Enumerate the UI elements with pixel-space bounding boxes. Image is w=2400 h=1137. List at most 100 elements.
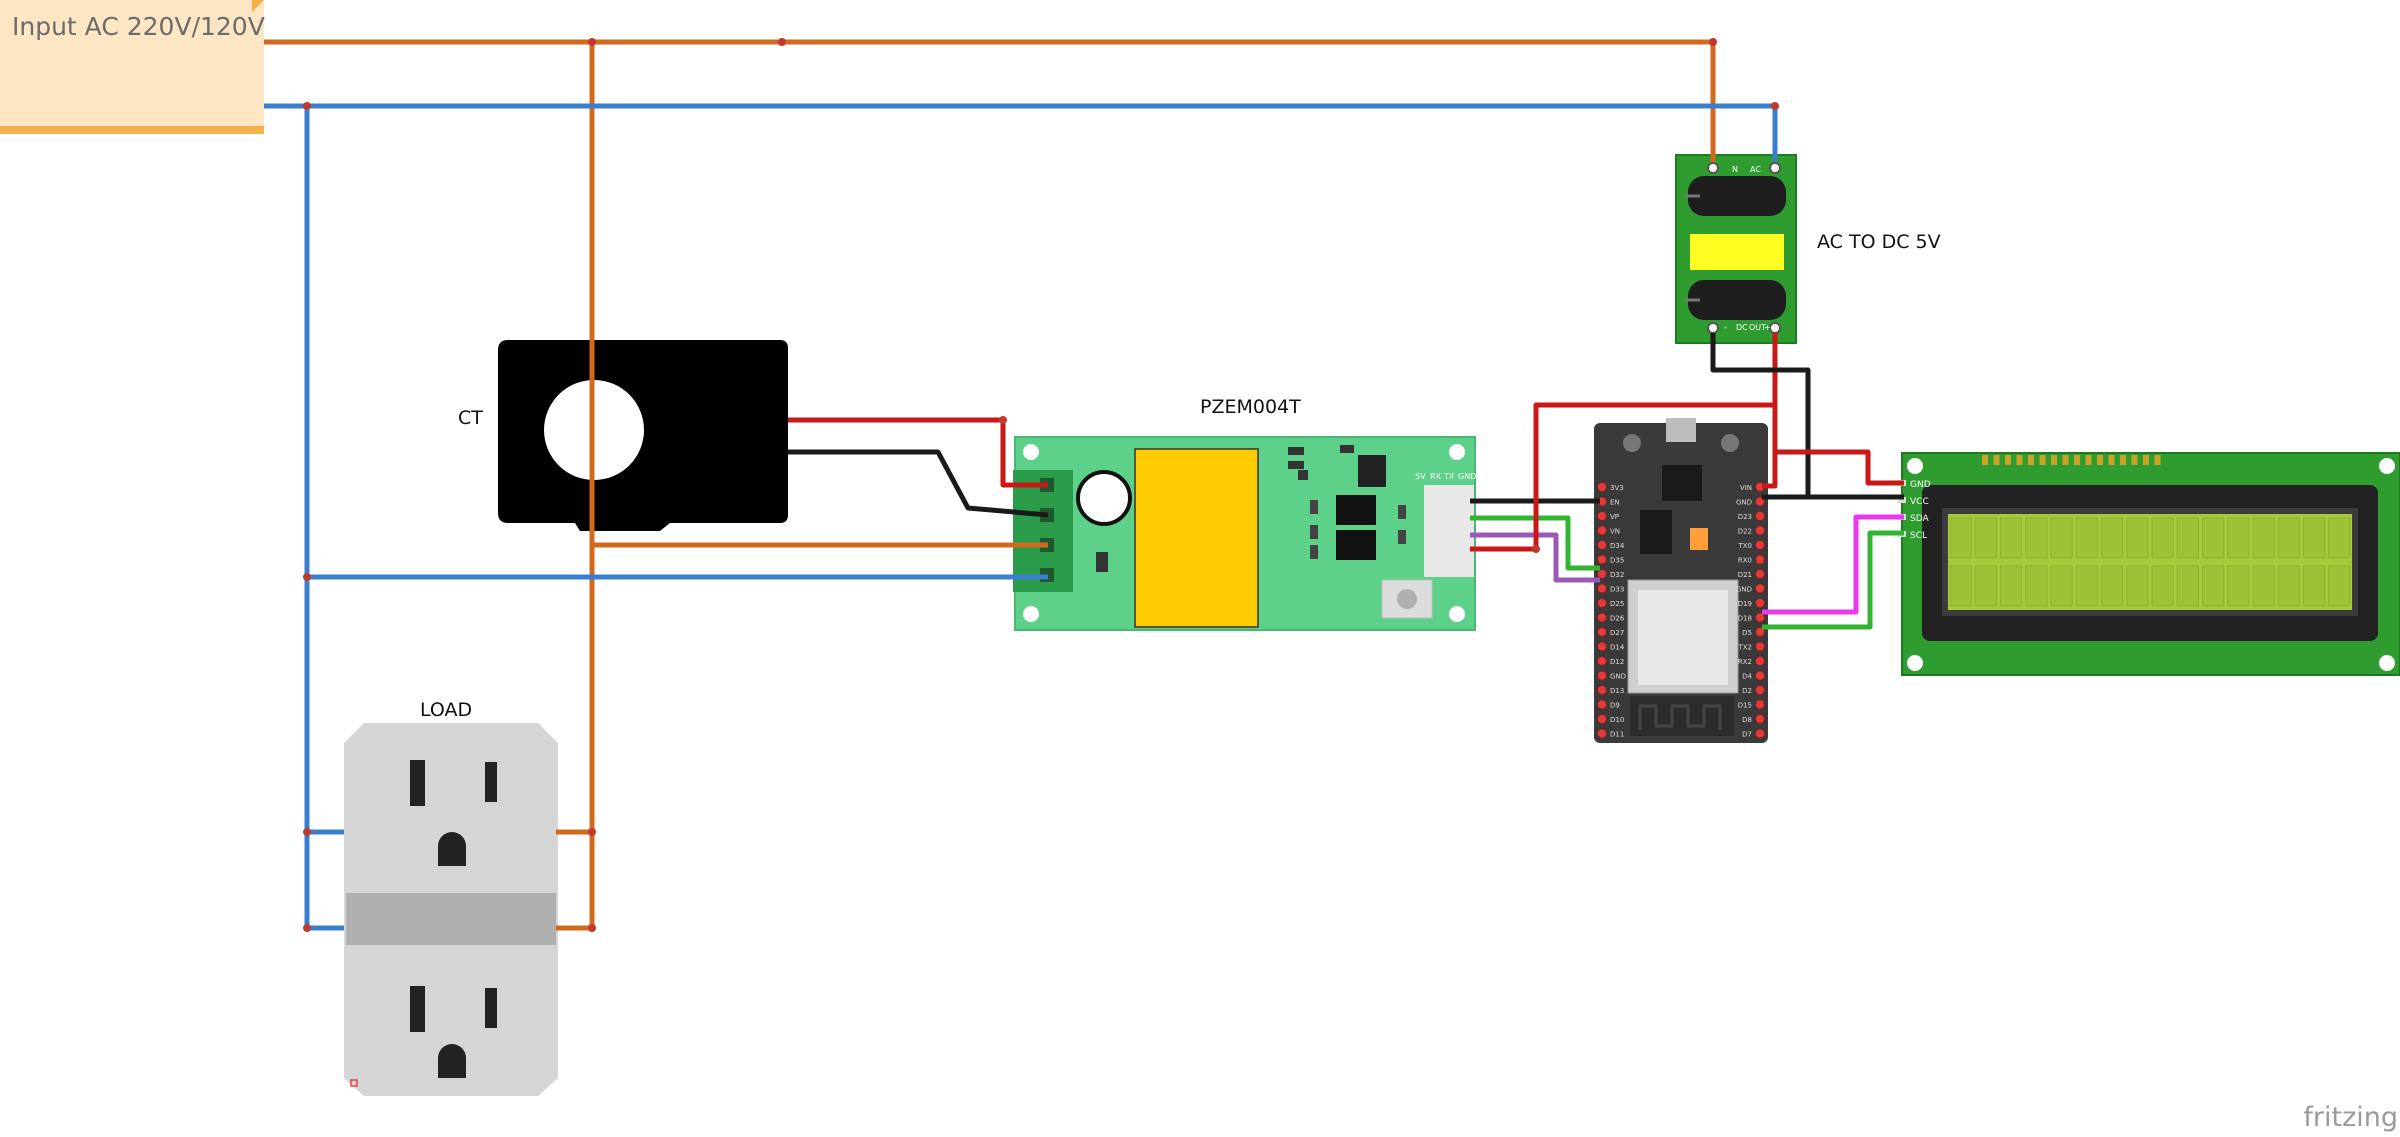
ct-red-lead[interactable]: [788, 417, 1048, 488]
esp32-pin-right[interactable]: [1755, 612, 1765, 623]
esp32-pin-right[interactable]: [1755, 525, 1765, 536]
boot-button[interactable]: [1623, 434, 1641, 452]
esp32-pin-label: D7: [1742, 731, 1752, 739]
esp32-pin-label: D10: [1610, 716, 1624, 724]
esp32-pin-left[interactable]: [1597, 598, 1607, 608]
esp32-pin-left[interactable]: [1597, 525, 1607, 536]
esp32-pin-left[interactable]: [1597, 482, 1607, 492]
lcd-pin-vcc[interactable]: [1898, 497, 1906, 503]
pzem-header[interactable]: [1424, 485, 1474, 577]
esp32-pin-right[interactable]: [1755, 554, 1765, 565]
lcd-sda-wire[interactable]: [1762, 514, 1904, 615]
esp32-pin-left[interactable]: [1597, 583, 1607, 594]
lcd-pad: [2097, 455, 2103, 465]
mount-hole: [1023, 444, 1039, 460]
acdc-pin-n[interactable]: [1707, 162, 1719, 174]
esp32-pin-label: D26: [1610, 615, 1625, 623]
esp32-pin-label: D9: [1610, 702, 1620, 710]
esp32-pin-label: VN: [1610, 528, 1620, 536]
esp32-pin-left[interactable]: [1597, 685, 1607, 695]
phase-wire-top[interactable]: [264, 39, 1716, 162]
lcd-char-cell: [2050, 565, 2073, 607]
esp32-pin-left[interactable]: [1597, 656, 1607, 666]
lcd-char-cell: [2202, 517, 2225, 559]
lcd-char-cell: [2000, 565, 2023, 607]
esp32-pin-left[interactable]: [1597, 670, 1607, 681]
lcd-pad: [2005, 455, 2011, 465]
acdc-pin-plus[interactable]: [1769, 322, 1781, 334]
lcd-16x2-module: GND VCC SDA SCL: [1898, 452, 2400, 676]
esp32-pin-label: D32: [1610, 571, 1624, 579]
esp32-pin-right[interactable]: [1755, 511, 1765, 521]
esp32-pin-label: RX2: [1738, 658, 1752, 666]
esp32-pin-label: D8: [1742, 716, 1752, 724]
lcd-pad: [2074, 455, 2080, 465]
lcd-char-cell: [2075, 565, 2098, 607]
ac-dc-converter-module: N AC - DC OUT +: [1675, 154, 1797, 344]
esp32-pin-left[interactable]: [1597, 728, 1607, 739]
pzem-header-label: RX: [1430, 472, 1442, 481]
ct-black-lead[interactable]: [788, 449, 1049, 518]
esp32-pin-left[interactable]: [1597, 714, 1607, 724]
esp32-pin-right[interactable]: [1755, 598, 1765, 608]
pzem-label: PZEM004T: [1200, 396, 1301, 418]
esp-vin-wire[interactable]: [1762, 405, 1778, 489]
lcd-char-cell: [2025, 565, 2048, 607]
esp32-pin-right[interactable]: [1755, 641, 1765, 652]
esp32-pin-label: GND: [1736, 499, 1752, 507]
capacitor-bottom: [1688, 280, 1786, 320]
esp32-pin-label: D2: [1742, 687, 1752, 695]
esp32-pin-right[interactable]: [1755, 685, 1765, 695]
pzem-coil: [1076, 470, 1132, 526]
esp32-pin-right[interactable]: [1755, 656, 1765, 666]
esp32-pin-right[interactable]: [1755, 670, 1765, 681]
ct-sensor: [498, 340, 788, 531]
esp32-pin-left[interactable]: [1597, 540, 1607, 550]
esp32-pin-left[interactable]: [1597, 612, 1607, 623]
pzem-5v-wire[interactable]: [1470, 333, 1778, 552]
esp32-pin-right[interactable]: [1755, 699, 1765, 710]
mount-hole: [1449, 444, 1465, 460]
lcd-pad: [2016, 455, 2023, 465]
esp32-pin-left[interactable]: [1597, 569, 1607, 579]
esp32-pin-right[interactable]: [1755, 569, 1765, 579]
pzem-rx-wire[interactable]: [1470, 532, 1600, 583]
esp32-pin-label: D14: [1610, 644, 1625, 652]
esp32-pin-right[interactable]: [1755, 728, 1765, 739]
dc-gnd-wire[interactable]: [1710, 333, 1904, 500]
acdc-pin-ac[interactable]: [1769, 162, 1781, 174]
esp32-pin-label: D13: [1610, 687, 1624, 695]
esp32-pin-label: D18: [1738, 615, 1752, 623]
lcd-scl-wire[interactable]: [1762, 530, 1904, 630]
acdc-pin-label: N: [1732, 165, 1738, 174]
esp32-pin-right[interactable]: [1755, 714, 1765, 724]
pzem-relay: [1134, 448, 1259, 628]
antenna: [1630, 696, 1734, 736]
lcd-char-cell: [1949, 517, 1972, 559]
junctions: [303, 38, 1779, 932]
outlet-divider: [346, 893, 556, 945]
usb-port[interactable]: [1666, 418, 1696, 442]
lcd-pad: [2120, 455, 2126, 465]
acdc-pin-label: -: [1724, 323, 1727, 332]
pzem-tx-wire[interactable]: [1470, 515, 1600, 571]
neutral-wire-top[interactable]: [264, 103, 1778, 162]
esp32-pin-left[interactable]: [1597, 627, 1607, 637]
lcd-top-pads: [1982, 455, 2161, 465]
lcd-char-cell: [2176, 517, 2199, 559]
en-button[interactable]: [1721, 434, 1739, 452]
lcd-vcc-wire[interactable]: [1775, 449, 1904, 486]
esp32-pin-label: D33: [1610, 586, 1624, 594]
esp32-pin-right[interactable]: [1755, 627, 1765, 637]
acdc-pin-minus[interactable]: [1707, 322, 1719, 334]
esp32-pin-right[interactable]: [1755, 583, 1765, 594]
esp32-pin-right[interactable]: [1755, 540, 1765, 550]
esp32-pin-label: D25: [1610, 600, 1624, 608]
esp32-pin-left[interactable]: [1597, 554, 1607, 565]
esp32-pin-left[interactable]: [1597, 699, 1607, 710]
esp32-pin-left[interactable]: [1597, 511, 1607, 521]
lcd-pad: [1993, 455, 2000, 465]
lcd-pad: [2028, 455, 2034, 465]
lcd-char-cell: [2000, 517, 2023, 559]
esp32-pin-left[interactable]: [1597, 641, 1607, 652]
